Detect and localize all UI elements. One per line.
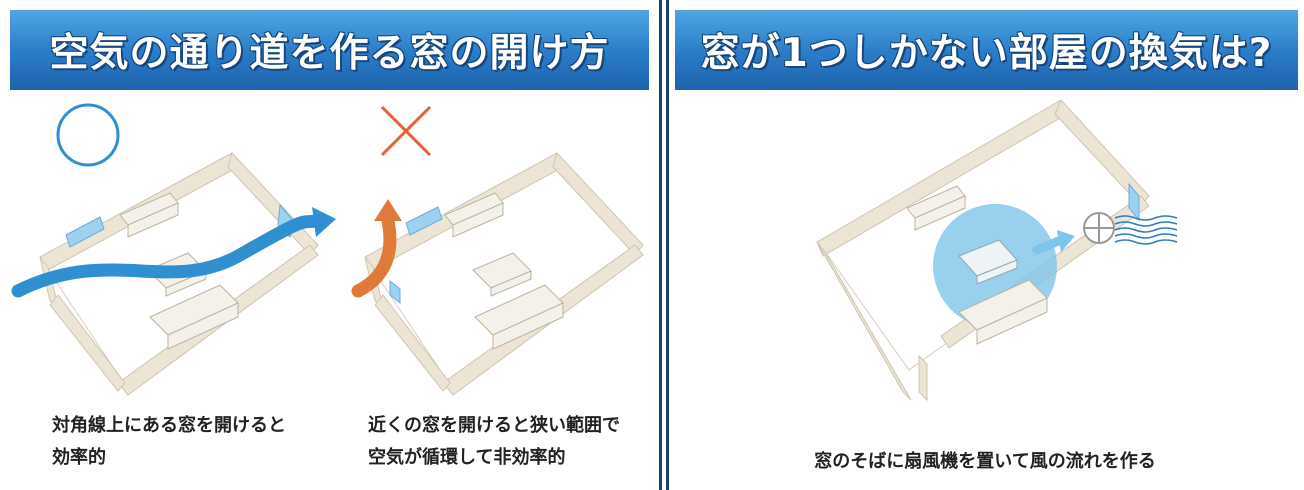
- airflow-arrowhead-fan: [1057, 230, 1075, 252]
- bad-example-diagram: [351, 105, 644, 396]
- bad-caption: 近くの窓を開けると狭い範囲で 空気が循環して非効率的: [368, 410, 620, 474]
- window-adjacent-a: [405, 206, 443, 236]
- tv-stand: [119, 192, 179, 238]
- right-title-banner: 窓が1つしかない部屋の換気は?: [675, 10, 1298, 90]
- sofa: [958, 279, 1048, 345]
- right-panel: 窓が1つしかない部屋の換気は?: [666, 0, 1304, 490]
- airflow-arrowhead-bad: [374, 199, 402, 221]
- window-diagonal-a: [65, 216, 105, 248]
- airflow-arrow-fan: [1032, 235, 1066, 255]
- left-panel: 空気の通り道を作る窓の開け方: [10, 0, 662, 490]
- sofa: [474, 284, 564, 350]
- table: [958, 239, 1018, 285]
- good-example-diagram: [11, 103, 336, 396]
- good-caption-line1: 対角線上にある窓を開けると: [52, 415, 286, 436]
- tv-stand: [444, 192, 504, 238]
- good-caption-line2: 効率的: [52, 447, 106, 468]
- table: [472, 252, 532, 297]
- airflow-arrow-bad: [351, 214, 397, 298]
- fan-caption-text: 窓のそばに扇風機を置いて風の流れを作る: [814, 451, 1156, 472]
- bad-caption-line2: 空気が循環して非効率的: [368, 447, 566, 468]
- airflow-arrow-good: [11, 214, 325, 298]
- fan-caption: 窓のそばに扇風機を置いて風の流れを作る: [669, 446, 1301, 478]
- fan-icon: [1083, 212, 1115, 244]
- left-title-banner: 空気の通り道を作る窓の開け方: [10, 10, 649, 90]
- good-circle-mark: [56, 103, 120, 167]
- wind-lines: [1114, 215, 1178, 245]
- bad-cross-mark: [380, 105, 432, 157]
- tv-stand: [906, 185, 966, 231]
- bad-caption-line1: 近くの窓を開けると狭い範囲で: [368, 415, 620, 436]
- right-title: 窓が1つしかない部屋の換気は?: [700, 31, 1273, 76]
- airflow-arrowhead-good: [312, 207, 336, 237]
- fan-ventilation-diagram: [816, 100, 1178, 402]
- window-adjacent-b: [389, 279, 401, 305]
- good-caption: 対角線上にある窓を開けると 効率的: [52, 410, 286, 474]
- left-title: 空気の通り道を作る窓の開け方: [49, 31, 610, 76]
- sofa: [149, 284, 239, 350]
